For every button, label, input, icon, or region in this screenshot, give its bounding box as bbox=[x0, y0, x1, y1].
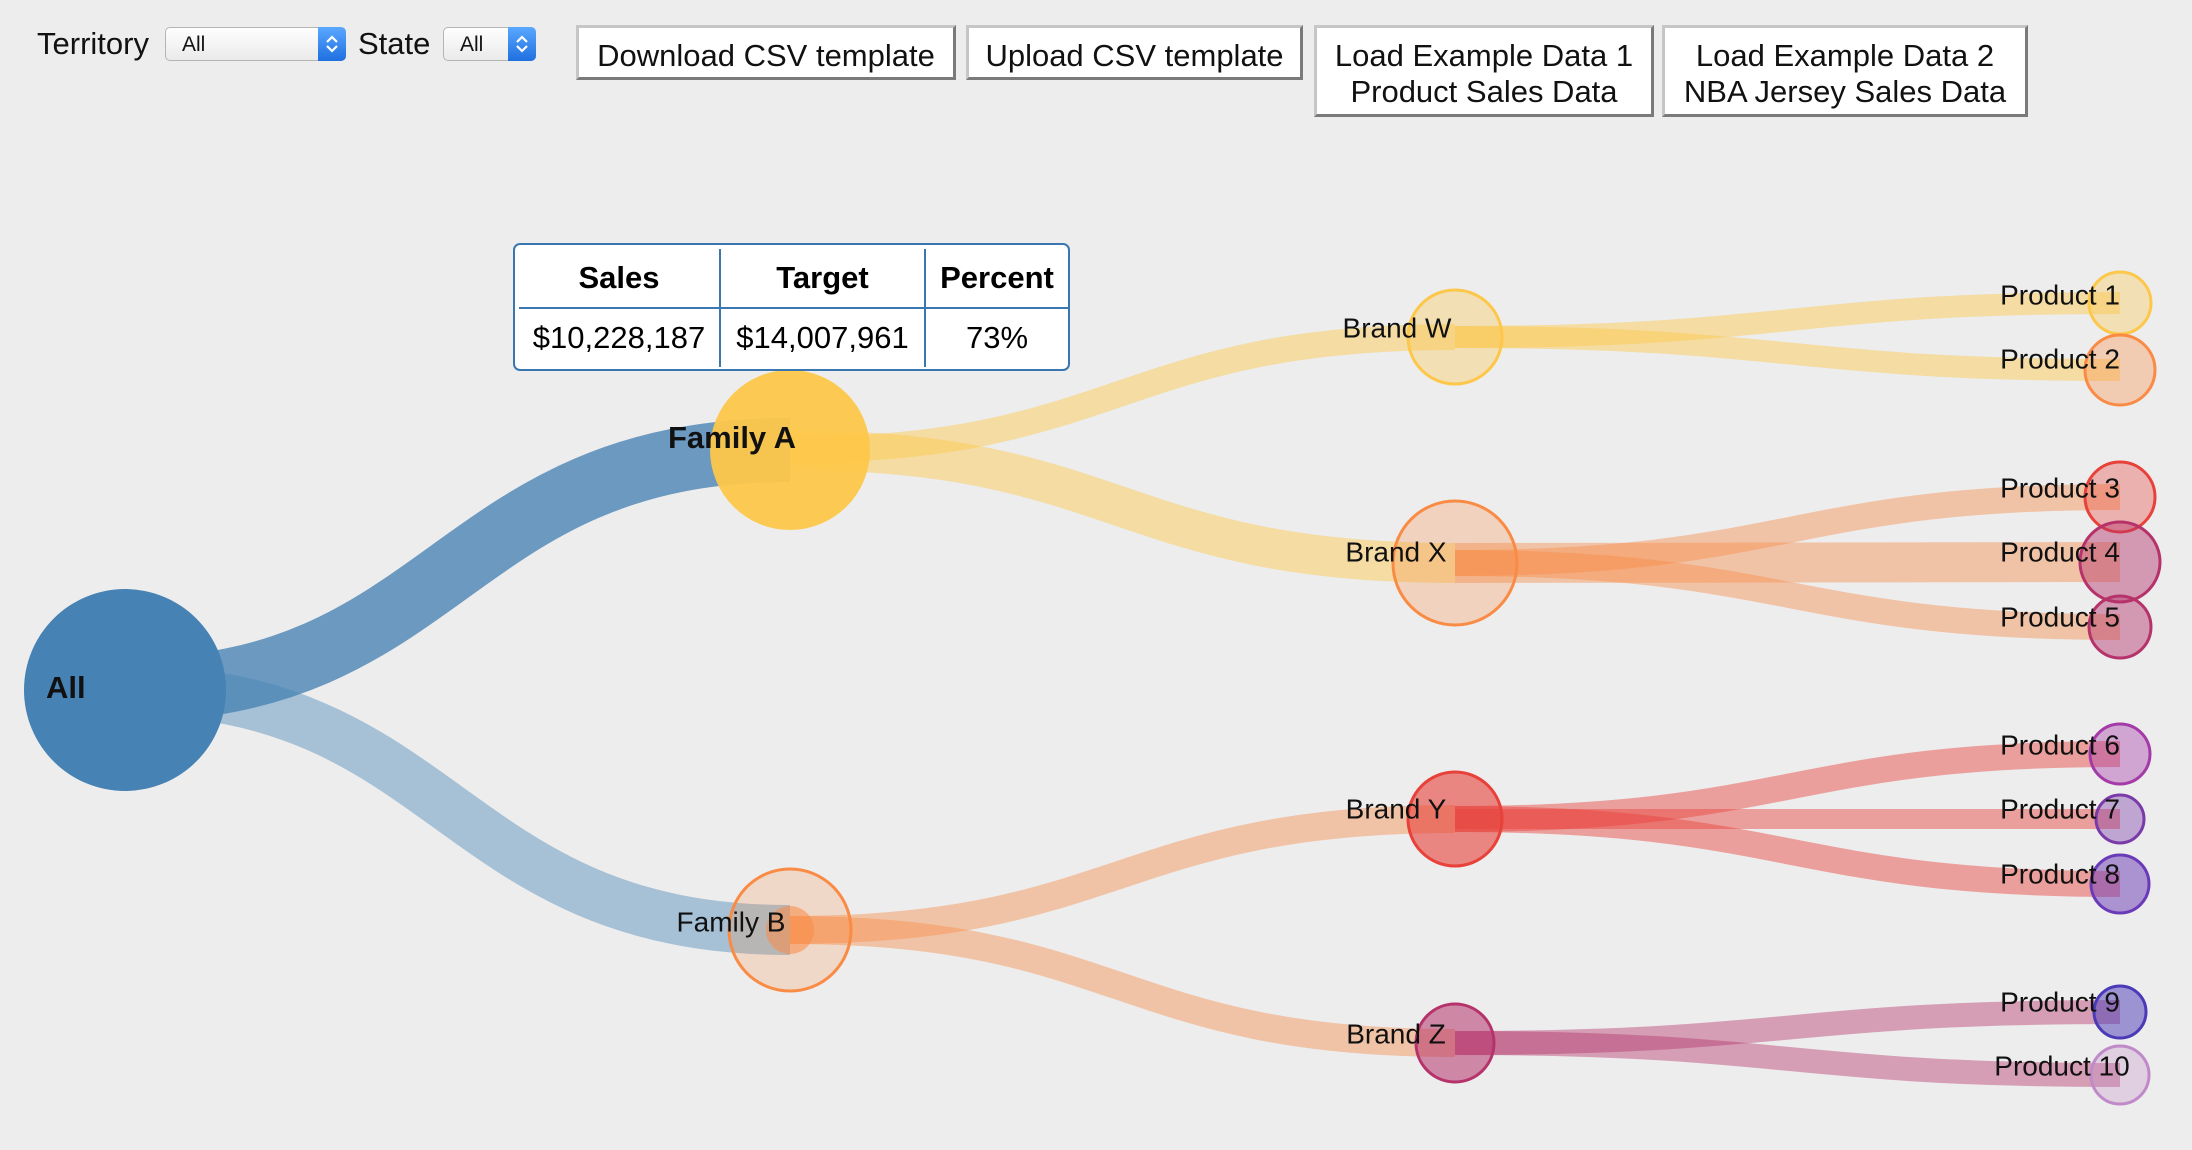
node-product-8[interactable]: Product 8 bbox=[2000, 853, 2151, 915]
state-select[interactable]: All bbox=[443, 27, 536, 61]
link-family-b-brand-y bbox=[789, 805, 1456, 944]
node-brand-y[interactable]: Brand Y bbox=[1346, 770, 1504, 868]
link-brand-w-product-1 bbox=[1454, 292, 2121, 348]
svg-text:All: All bbox=[46, 670, 86, 705]
link-family-b-brand-z bbox=[789, 916, 1456, 1057]
percent-header: Percent bbox=[925, 249, 1068, 309]
node-product-9[interactable]: Product 9 bbox=[2000, 984, 2148, 1040]
svg-text:Brand X: Brand X bbox=[1345, 536, 1446, 567]
territory-select[interactable]: All bbox=[165, 27, 346, 61]
link-brand-x-product-5 bbox=[1454, 550, 2121, 640]
svg-text:Product 5: Product 5 bbox=[2000, 601, 2120, 632]
upload-csv-template-button[interactable]: Upload CSV template bbox=[966, 25, 1303, 80]
node-product-3[interactable]: Product 3 bbox=[2000, 460, 2157, 534]
node-product-4[interactable]: Product 4 bbox=[2000, 520, 2162, 604]
svg-text:Brand Y: Brand Y bbox=[1346, 793, 1447, 824]
table-header-row: Sales Target Percent bbox=[519, 249, 1068, 309]
node-brand-x[interactable]: Brand X bbox=[1345, 499, 1519, 627]
link-family-a-brand-w bbox=[789, 324, 1456, 463]
table-row: $10,228,187 $14,007,961 73% bbox=[519, 308, 1068, 367]
node-product-5[interactable]: Product 5 bbox=[2000, 594, 2153, 660]
svg-text:Product 8: Product 8 bbox=[2000, 858, 2120, 889]
svg-text:Product 3: Product 3 bbox=[2000, 472, 2120, 503]
load-example-data-2-button[interactable]: Load Example Data 2 NBA Jersey Sales Dat… bbox=[1662, 25, 2028, 117]
svg-text:Family B: Family B bbox=[677, 906, 786, 937]
node-product-6[interactable]: Product 6 bbox=[2000, 722, 2152, 786]
upload-csv-template-label: Upload CSV template bbox=[985, 37, 1284, 73]
load-example-data-1-button[interactable]: Load Example Data 1 Product Sales Data bbox=[1314, 25, 1654, 117]
node-product-10[interactable]: Product 10 bbox=[1994, 1044, 2151, 1106]
svg-text:Brand Z: Brand Z bbox=[1346, 1018, 1446, 1049]
svg-text:Brand W: Brand W bbox=[1343, 312, 1452, 343]
sales-header: Sales bbox=[519, 249, 721, 309]
link-all-family-a bbox=[124, 418, 791, 722]
target-header: Target bbox=[720, 249, 926, 309]
svg-text:Product 7: Product 7 bbox=[2000, 793, 2120, 824]
link-brand-x-product-4 bbox=[1454, 542, 2121, 583]
node-family-a[interactable]: Family A bbox=[668, 370, 870, 530]
svg-text:Product 2: Product 2 bbox=[2000, 343, 2120, 374]
load-example-data-2-title: Load Example Data 2 bbox=[1695, 38, 1995, 73]
select-arrows-icon bbox=[318, 27, 346, 61]
state-label: State bbox=[358, 26, 431, 61]
link-brand-z-product-10 bbox=[1454, 1031, 2121, 1087]
node-brand-w[interactable]: Brand W bbox=[1343, 288, 1504, 386]
link-family-a-brand-x bbox=[789, 430, 1456, 583]
sales-tooltip: Sales Target Percent $10,228,187 $14,007… bbox=[513, 243, 1070, 371]
state-select-value: All bbox=[460, 33, 484, 56]
download-csv-template-label: Download CSV template bbox=[597, 37, 935, 73]
sales-summary-table: Sales Target Percent $10,228,187 $14,007… bbox=[519, 249, 1068, 367]
svg-text:Family A: Family A bbox=[668, 420, 796, 455]
svg-text:Product 9: Product 9 bbox=[2000, 986, 2120, 1017]
node-family-b[interactable]: Family B bbox=[677, 867, 853, 993]
select-arrows-icon bbox=[508, 27, 536, 61]
link-brand-y-product-8 bbox=[1454, 806, 2121, 897]
link-brand-x-product-3 bbox=[1454, 484, 2121, 576]
svg-text:Product 10: Product 10 bbox=[1994, 1050, 2129, 1081]
svg-text:Product 4: Product 4 bbox=[2000, 536, 2120, 567]
territory-select-value: All bbox=[182, 33, 206, 56]
link-brand-w-product-2 bbox=[1454, 326, 2121, 381]
svg-text:Product 1: Product 1 bbox=[2000, 279, 2120, 310]
load-example-data-1-subtitle: Product Sales Data bbox=[1350, 74, 1618, 109]
target-value: $14,007,961 bbox=[720, 308, 926, 367]
node-all[interactable]: All bbox=[24, 589, 226, 791]
node-product-7[interactable]: Product 7 bbox=[2000, 793, 2146, 845]
node-product-1[interactable]: Product 1 bbox=[2000, 270, 2153, 336]
node-brand-z[interactable]: Brand Z bbox=[1346, 1002, 1496, 1084]
percent-value: 73% bbox=[965, 320, 1029, 355]
load-example-data-1-title: Load Example Data 1 bbox=[1334, 38, 1634, 73]
svg-text:Product 6: Product 6 bbox=[2000, 729, 2120, 760]
territory-label: Territory bbox=[37, 26, 149, 61]
load-example-data-2-subtitle: NBA Jersey Sales Data bbox=[1683, 74, 2007, 109]
node-product-2[interactable]: Product 2 bbox=[2000, 333, 2157, 407]
link-brand-y-product-6 bbox=[1454, 741, 2121, 832]
download-csv-template-button[interactable]: Download CSV template bbox=[576, 25, 956, 80]
link-brand-z-product-9 bbox=[1454, 1000, 2121, 1055]
sales-value: $10,228,187 bbox=[519, 308, 721, 367]
link-all-family-b bbox=[124, 665, 791, 955]
